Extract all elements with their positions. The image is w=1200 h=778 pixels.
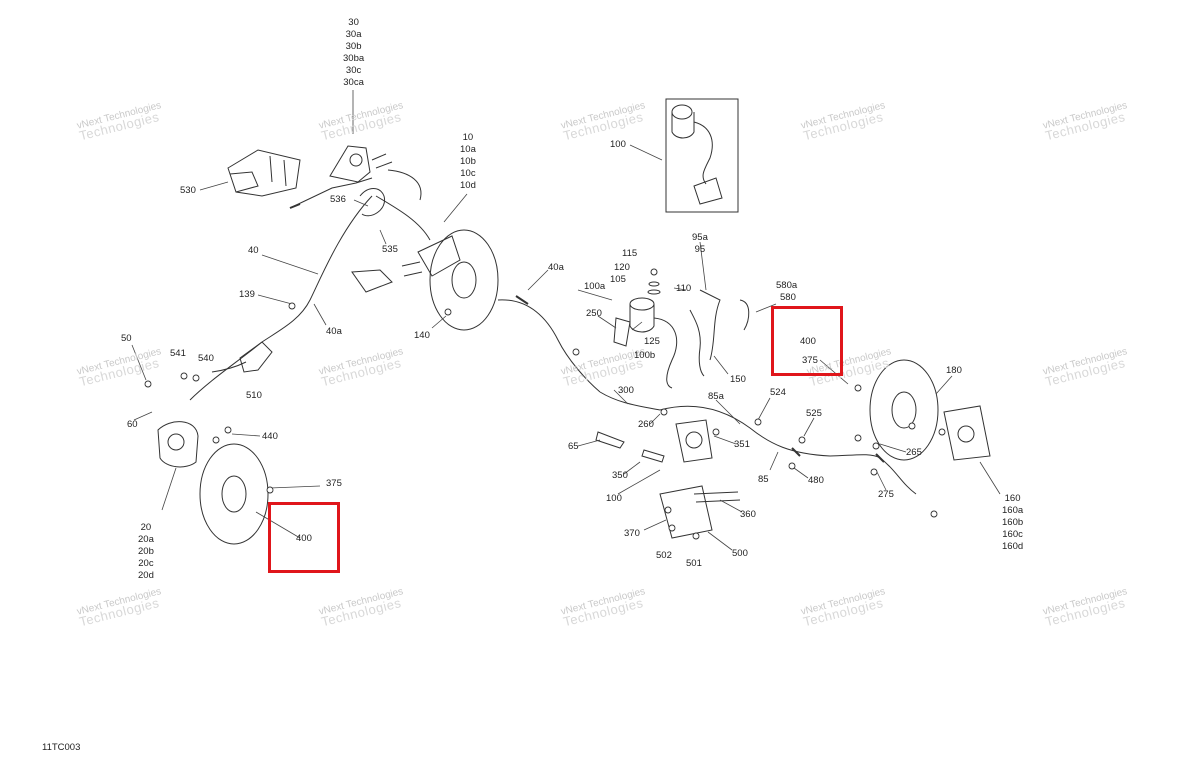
callout-530[interactable]: 530 <box>180 185 196 196</box>
callout-540[interactable]: 540 <box>198 353 214 364</box>
rear-caliper-bracket <box>595 419 741 539</box>
left-front-bracket-510 <box>211 341 273 373</box>
callout-360[interactable]: 360 <box>740 509 756 520</box>
callout-85a[interactable]: 85a <box>708 391 724 402</box>
callout-375-left[interactable]: 375 <box>326 478 342 489</box>
callout-line: 20c <box>138 558 154 569</box>
fasteners <box>144 302 946 540</box>
callout-535[interactable]: 535 <box>382 244 398 255</box>
callout-300[interactable]: 300 <box>618 385 634 396</box>
callout-150[interactable]: 150 <box>730 374 746 385</box>
callout-line: 20b <box>138 546 154 557</box>
inset-reservoir <box>671 104 723 205</box>
callout-60[interactable]: 60 <box>127 419 138 430</box>
callout-502[interactable]: 502 <box>656 550 672 561</box>
callout-line: 10 <box>462 132 474 143</box>
highlight-box-400-left <box>268 502 340 573</box>
callout-105[interactable]: 105 <box>610 274 626 285</box>
callout-50[interactable]: 50 <box>121 333 132 344</box>
highlight-box-400-right <box>771 306 843 376</box>
inset-box <box>665 98 739 213</box>
callout-115[interactable]: 115 <box>622 248 638 259</box>
callout-line: 95 <box>694 244 706 255</box>
callout-580[interactable]: 580 <box>780 292 796 303</box>
callout-275[interactable]: 275 <box>878 489 894 500</box>
callout-375-right[interactable]: 375 <box>802 355 818 366</box>
callout-541[interactable]: 541 <box>170 348 186 359</box>
callout-580a[interactable]: 580a <box>776 280 798 291</box>
callout-line: 20a <box>138 534 154 545</box>
callout-line: 30a <box>345 29 362 40</box>
callout-line: 10a <box>460 144 476 155</box>
callout-line: 160d <box>1002 541 1024 552</box>
callout-line: 160b <box>1002 517 1024 528</box>
callout-265[interactable]: 265 <box>906 447 922 458</box>
callout-501[interactable]: 501 <box>686 558 702 569</box>
brake-line-40a <box>497 295 661 411</box>
callout-line: 30ba <box>343 53 365 64</box>
callout-100-inset[interactable]: 100 <box>610 139 626 150</box>
rear-right-disc <box>869 359 991 461</box>
callout-40a-right[interactable]: 40a <box>548 262 564 273</box>
callout-125[interactable]: 125 <box>644 336 660 347</box>
callout-510[interactable]: 510 <box>246 390 262 401</box>
callout-100a[interactable]: 100a <box>584 281 606 292</box>
callout-524[interactable]: 524 <box>770 387 786 398</box>
rear-master-cylinder <box>613 268 750 389</box>
callout-40[interactable]: 40 <box>248 245 259 256</box>
callout-line: 30 <box>348 17 359 28</box>
callout-525[interactable]: 525 <box>806 408 822 419</box>
callout-480[interactable]: 480 <box>808 475 824 486</box>
rear-brake-lines <box>659 405 917 495</box>
callout-line: 20 <box>140 522 152 533</box>
callout-40a-left[interactable]: 40a <box>326 326 342 337</box>
callout-120[interactable]: 120 <box>614 262 630 273</box>
callout-110[interactable]: 110 <box>676 283 692 294</box>
callout-line: 10b <box>460 156 476 167</box>
callout-140[interactable]: 140 <box>414 330 430 341</box>
callout-400-left[interactable]: 400 <box>296 533 312 544</box>
leader-lines <box>131 90 1001 551</box>
callout-line: 160c <box>1002 529 1023 540</box>
front-right-disc <box>401 229 499 331</box>
callout-100b[interactable]: 100b <box>634 350 656 361</box>
callout-260[interactable]: 260 <box>638 419 654 430</box>
callout-500[interactable]: 500 <box>732 548 748 559</box>
callout-line: 160a <box>1002 505 1024 516</box>
callout-180[interactable]: 180 <box>946 365 962 376</box>
callout-351[interactable]: 351 <box>734 439 750 450</box>
callout-139[interactable]: 139 <box>239 289 255 300</box>
callout-line: 10c <box>460 168 476 179</box>
callout-line: 160 <box>1004 493 1021 504</box>
callout-line: 30b <box>345 41 362 52</box>
diagram-code: 11TC003 <box>42 742 81 753</box>
callout-line: 30c <box>345 65 362 76</box>
front-left-disc <box>157 421 269 545</box>
callout-65[interactable]: 65 <box>568 441 579 452</box>
callout-250[interactable]: 250 <box>586 308 602 319</box>
callout-85[interactable]: 85 <box>758 474 769 485</box>
callout-536[interactable]: 536 <box>330 194 346 205</box>
master-cylinder-assembly <box>289 145 422 209</box>
callout-350[interactable]: 350 <box>612 470 628 481</box>
bracket-530 <box>227 149 301 197</box>
callout-370[interactable]: 370 <box>624 528 640 539</box>
callout-line: 30ca <box>343 77 364 88</box>
callout-line: 20d <box>138 570 154 581</box>
callout-line: 95a <box>692 232 708 243</box>
callout-line: 10d <box>460 180 476 191</box>
callout-400-right[interactable]: 400 <box>800 336 816 347</box>
callout-440[interactable]: 440 <box>262 431 278 442</box>
brake-line-40 <box>189 188 431 401</box>
callout-100-lower[interactable]: 100 <box>606 493 622 504</box>
